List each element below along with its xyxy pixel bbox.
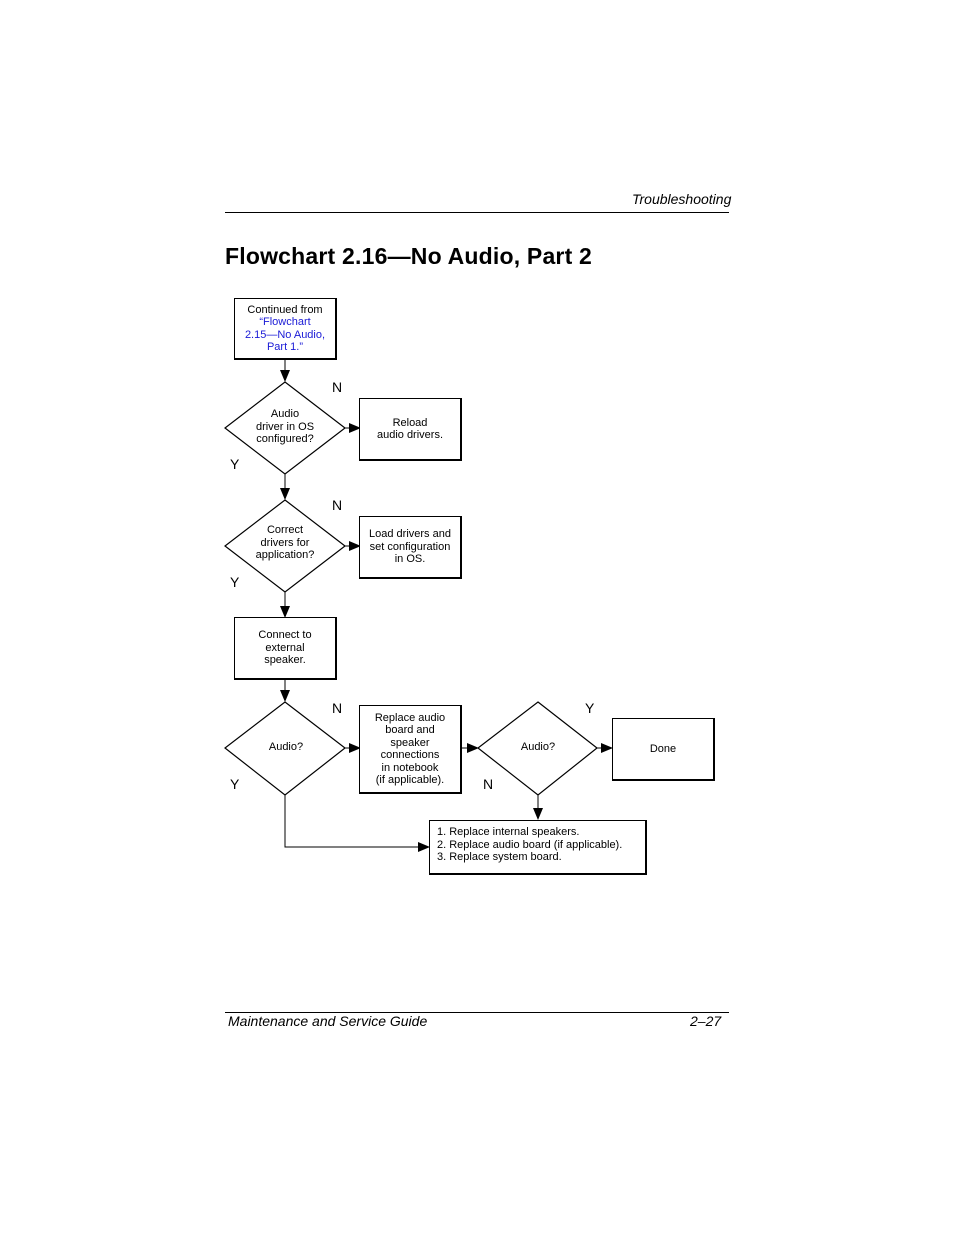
header-rule (225, 212, 729, 213)
decision-4-text: Audio? (520, 741, 556, 753)
footer-rule (225, 1012, 729, 1013)
action-reload-drivers-box: Reload audio drivers. (359, 398, 462, 461)
decision-1-no-label: N (332, 379, 343, 395)
decision-2-no-label: N (332, 497, 343, 513)
continued-from-text: Continued from (247, 303, 323, 316)
header-section-title: Troubleshooting (632, 191, 732, 207)
action-connect-speaker-text: Connect to external speaker. (258, 629, 312, 667)
action-connect-speaker-box: Connect to external speaker. (234, 617, 337, 680)
decision-3-yes-label: Y (230, 776, 240, 792)
decision-1-yes-label: Y (230, 456, 240, 472)
decision-4-yes-label: Y (585, 700, 595, 716)
decision-3-no-label: N (332, 700, 343, 716)
action-load-drivers-text: Load drivers and set configuration in OS… (369, 528, 451, 566)
footer-guide-title: Maintenance and Service Guide (228, 1013, 428, 1029)
done-text: Done (649, 742, 677, 755)
decision-4-no-label: N (483, 776, 494, 792)
start-continued-box: Continued from “Flowchart 2.15—No Audio,… (234, 298, 337, 360)
action-replace-audio-board-text: Replace audio board and speaker connecti… (374, 711, 446, 787)
done-box: Done (612, 718, 715, 781)
final-replace-steps-text: 1. Replace internal speakers. 2. Replace… (437, 826, 623, 863)
decision-3-text: Audio? (268, 741, 304, 753)
decision-2-yes-label: Y (230, 574, 240, 590)
decision-2-text: Correct drivers for application? (255, 524, 315, 561)
decision-1-text: Audio driver in OS configured? (255, 408, 315, 445)
action-load-drivers-box: Load drivers and set configuration in OS… (359, 516, 462, 579)
connector-d3-to-final (284, 795, 430, 852)
page-title: Flowchart 2.16—No Audio, Part 2 (225, 243, 593, 269)
action-replace-audio-board-box: Replace audio board and speaker connecti… (359, 705, 462, 794)
final-replace-steps-box: 1. Replace internal speakers. 2. Replace… (429, 820, 647, 875)
previous-flowchart-link[interactable]: “Flowchart 2.15—No Audio, Part 1.” (244, 316, 326, 353)
footer-page-number: 2–27 (690, 1013, 722, 1029)
action-reload-drivers-text: Reload audio drivers. (376, 416, 444, 442)
